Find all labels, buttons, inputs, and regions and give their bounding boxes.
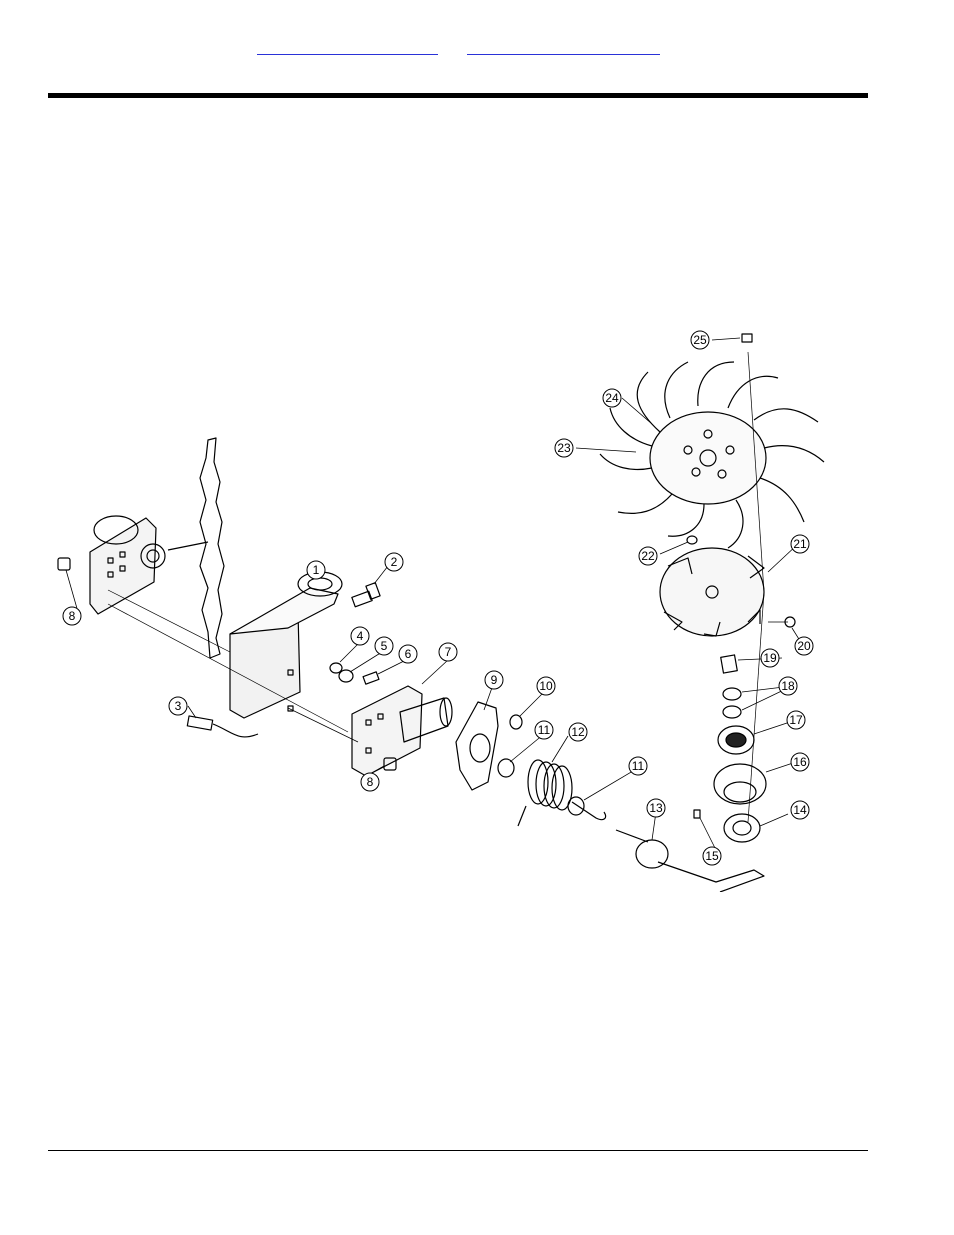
bushing-11-left [498, 759, 514, 777]
svg-text:1: 1 [313, 563, 320, 577]
bolt-3 [187, 716, 258, 737]
svg-text:22: 22 [641, 549, 655, 563]
bushing-10 [510, 715, 522, 729]
svg-text:7: 7 [445, 645, 452, 659]
svg-text:23: 23 [557, 441, 571, 455]
callout-11-right: 11 [629, 757, 647, 775]
nut-22 [687, 536, 697, 544]
callout-22: 22 [639, 547, 657, 565]
bolt-2 [352, 583, 380, 607]
header-rule [48, 93, 868, 98]
callout-6: 6 [399, 645, 417, 663]
svg-text:19: 19 [763, 651, 777, 665]
cap-14 [724, 814, 760, 842]
callout-8-lower: 8 [361, 773, 379, 791]
header-link-left[interactable] [257, 42, 438, 55]
svg-text:11: 11 [538, 723, 551, 737]
svg-text:20: 20 [797, 639, 811, 653]
left-mount-plate [90, 516, 165, 614]
svg-text:9: 9 [491, 673, 498, 687]
callout-21: 21 [791, 535, 809, 553]
svg-text:2: 2 [391, 555, 398, 569]
callout-7: 7 [439, 643, 457, 661]
svg-text:5: 5 [381, 639, 388, 653]
svg-text:8: 8 [367, 775, 374, 789]
callout-12: 12 [569, 723, 587, 741]
callout-2: 2 [385, 553, 403, 571]
svg-text:11: 11 [632, 759, 645, 773]
svg-text:24: 24 [605, 391, 619, 405]
callout-19: 19 [761, 649, 779, 667]
callout-20: 20 [795, 637, 813, 655]
callout-25: 25 [691, 331, 709, 349]
callout-16: 16 [791, 753, 809, 771]
callout-9: 9 [485, 671, 503, 689]
callout-4: 4 [351, 627, 369, 645]
arm-bracket [230, 572, 342, 718]
hub-16 [714, 764, 766, 804]
callout-17: 17 [787, 711, 805, 729]
callout-23: 23 [555, 439, 573, 457]
svg-text:17: 17 [789, 713, 803, 727]
callout-14: 14 [791, 801, 809, 819]
callout-10: 10 [537, 677, 555, 695]
svg-text:12: 12 [571, 725, 585, 739]
washer-18-top [723, 688, 741, 700]
callout-5: 5 [375, 637, 393, 655]
svg-text:4: 4 [357, 629, 364, 643]
svg-text:14: 14 [793, 803, 807, 817]
rotary-tine-wheel [600, 362, 824, 548]
washer-18-bottom [723, 706, 741, 718]
torsion-spring [518, 760, 606, 826]
svg-text:15: 15 [705, 849, 719, 863]
svg-text:8: 8 [69, 609, 76, 623]
bolt-25 [742, 334, 752, 342]
callout-24: 24 [603, 389, 621, 407]
svg-text:13: 13 [649, 801, 663, 815]
svg-text:10: 10 [539, 679, 553, 693]
callout-13: 13 [647, 799, 665, 817]
bolt-6 [363, 672, 379, 684]
svg-text:21: 21 [793, 537, 807, 551]
hub-plate-21 [660, 548, 764, 636]
svg-text:18: 18 [781, 679, 795, 693]
bolt-19 [721, 655, 738, 673]
crank-axle [616, 830, 764, 892]
footer-rule [48, 1150, 868, 1151]
svg-text:6: 6 [405, 647, 412, 661]
parts-drawing: 1 2 3 4 5 6 7 8 8 9 10 11 11 12 13 14 15… [48, 322, 828, 892]
callout-3: 3 [169, 697, 187, 715]
callout-8-left: 8 [63, 607, 81, 625]
callout-15: 15 [703, 847, 721, 865]
header-link-right[interactable] [467, 42, 660, 55]
callout-11-left: 11 [535, 721, 553, 739]
nut-8-left [58, 558, 70, 570]
callout-1: 1 [307, 561, 325, 579]
washer-4 [330, 663, 342, 673]
spring-plate [456, 702, 498, 790]
svg-text:25: 25 [693, 333, 707, 347]
svg-text:3: 3 [175, 699, 182, 713]
spindle-plate [352, 686, 452, 776]
callout-18: 18 [779, 677, 797, 695]
screw-15 [694, 810, 700, 818]
svg-text:16: 16 [793, 755, 807, 769]
exploded-parts-diagram: 1 2 3 4 5 6 7 8 8 9 10 11 11 12 13 14 15… [48, 322, 828, 892]
